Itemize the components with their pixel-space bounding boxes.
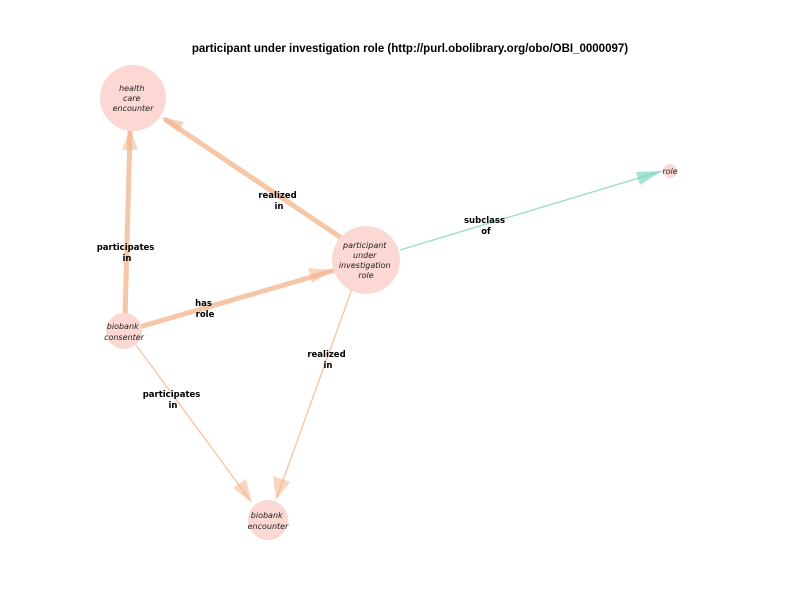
node-label-line: participant [342,241,387,250]
edge-label-bc-has-role-puir: has role [195,299,215,320]
edge-labels-layer: realized in subclass of participates in … [97,191,508,411]
edge-bc-participates-in-hce [122,128,138,321]
edge-arrowhead [122,128,138,150]
edge-label-line: role [196,310,215,320]
node-label-line: health [119,84,144,93]
edge-arrowhead [636,171,662,185]
node-label-line: biobank [251,511,283,520]
edge-arrowhead [308,268,334,283]
node-label-line: under [353,251,377,260]
edge-puir-realized-in-be [273,288,353,500]
node-label-line: investigation [339,261,391,270]
node-biobank-consenter[interactable]: biobank consenter [104,313,145,349]
edge-arrowhead [273,476,290,500]
node-role[interactable]: role [662,164,678,178]
edge-label-puir-realized-in-be: realized in [307,350,348,371]
node-label: participant under investigation role [339,241,393,280]
edge-label-line: of [481,227,491,237]
edge-line [163,117,343,240]
node-label: health care encounter [113,84,154,113]
node-circle [663,164,677,178]
edge-label-bc-participates-in-hce: participates in [97,243,158,264]
node-label: role [662,167,677,176]
node-label-line: role [358,271,373,280]
edge-label-puir-subclass-of-role: subclass of [464,216,508,237]
node-health-care-encounter[interactable]: health care encounter [100,65,166,131]
node-label: biobank consenter [104,322,145,342]
edge-label-line: in [123,254,132,264]
node-circle [100,65,166,131]
node-circle [248,500,288,540]
edge-label-bc-participates-in-be: participates in [143,390,204,411]
edge-label-puir-realized-in-hce: realized in [258,191,299,212]
edge-line [133,268,335,331]
edge-label-line: participates [97,243,155,253]
edge-line [122,129,133,321]
node-circle [106,313,142,349]
edge-bc-has-role-puir [133,268,335,331]
edge-label-line: in [169,401,178,411]
edge-line [276,288,353,498]
node-label: biobank encounter [248,511,289,531]
node-label-line: care [123,94,141,103]
edge-puir-subclass-of-role [399,170,663,251]
node-label-line: encounter [113,104,154,113]
edge-line [399,170,663,251]
node-label-line: role [662,167,677,176]
node-biobank-encounter[interactable]: biobank encounter [248,500,289,540]
node-label-line: encounter [248,522,289,531]
node-circle [332,226,400,294]
edge-line [135,344,251,501]
edge-label-line: participates [143,390,201,400]
edge-label-line: realized [258,191,296,201]
edge-label-line: realized [307,350,345,360]
edge-bc-participates-in-be [135,344,252,503]
edge-label-line: subclass [464,216,505,226]
node-label-line: consenter [104,333,145,342]
edge-label-line: has [195,299,212,309]
edge-label-line: in [275,202,284,212]
node-participant-under-investigation-role[interactable]: participant under investigation role [332,226,400,294]
edges-layer [122,117,663,503]
edge-arrowhead [233,479,252,503]
edge-label-line: in [324,361,333,371]
node-label-line: biobank [107,322,139,331]
edge-puir-realized-in-hce [161,117,343,240]
diagram-title: participant under investigation role (ht… [192,43,628,55]
nodes-layer: health care encounter participant under … [100,65,678,540]
edge-arrowhead [161,117,184,132]
